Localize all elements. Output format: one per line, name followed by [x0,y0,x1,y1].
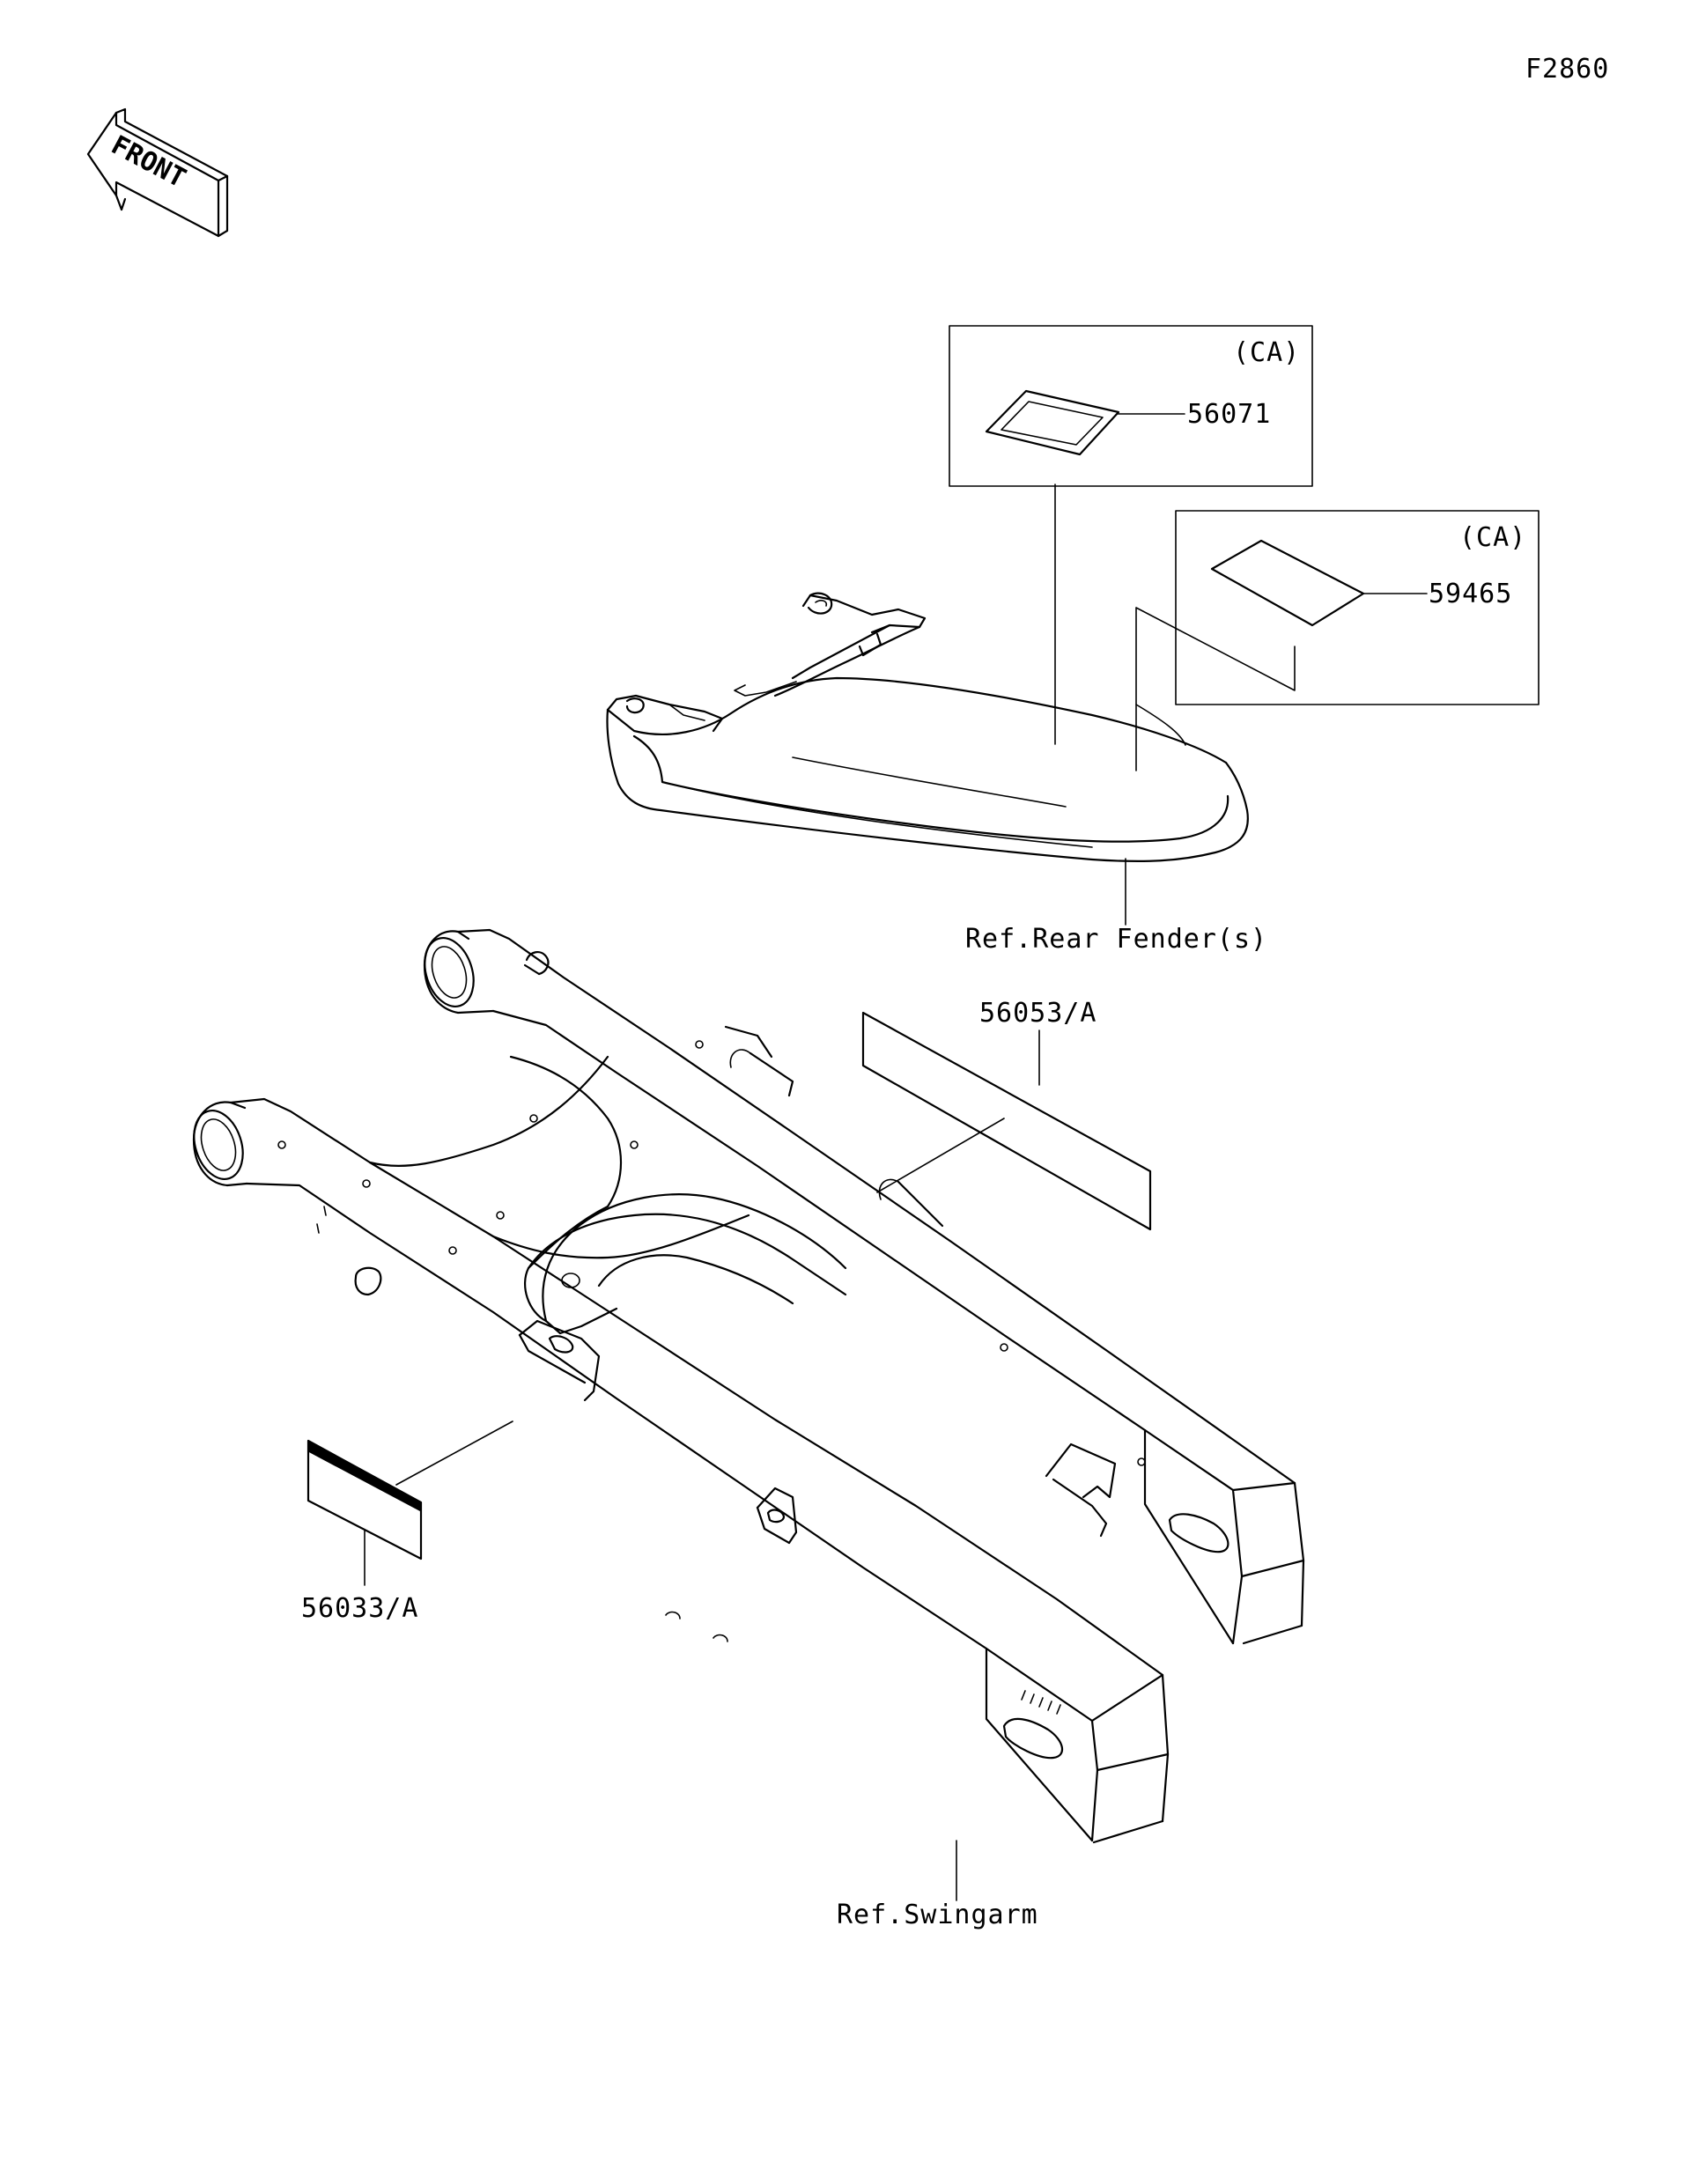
callout-box-56071: (CA) 56071 [949,325,1313,745]
callout-56053: 56053/A [861,998,1152,1231]
label-sticker-59465-icon [1210,539,1365,627]
label-sticker-56033-icon [306,1439,423,1561]
part-number-56053: 56053/A [979,998,1097,1029]
region-tag-59465: (CA) [1459,522,1526,553]
front-direction-arrow-icon: FRONT [86,107,229,238]
label-sticker-56053-icon [861,1011,1152,1231]
figure-code: F2860 [1525,54,1609,85]
part-number-56033: 56033/A [301,1593,418,1624]
part-number-56071: 56071 [1187,399,1271,430]
ref-swingarm-label: Ref.Swingarm [837,1900,1038,1930]
label-sticker-56071-icon [985,389,1120,456]
ref-rear-fender-label: Ref.Rear Fender(s) [965,924,1267,955]
swingarm-illustration [192,928,1305,1844]
rear-fender-illustration [606,592,1249,863]
callout-box-59465: (CA) 59465 [1135,510,1540,771]
part-number-59465: 59465 [1429,579,1512,609]
swingarm-holes [277,1040,1146,1466]
region-tag-56071: (CA) [1233,337,1300,368]
callout-56033: 56033/A [301,1420,513,1624]
